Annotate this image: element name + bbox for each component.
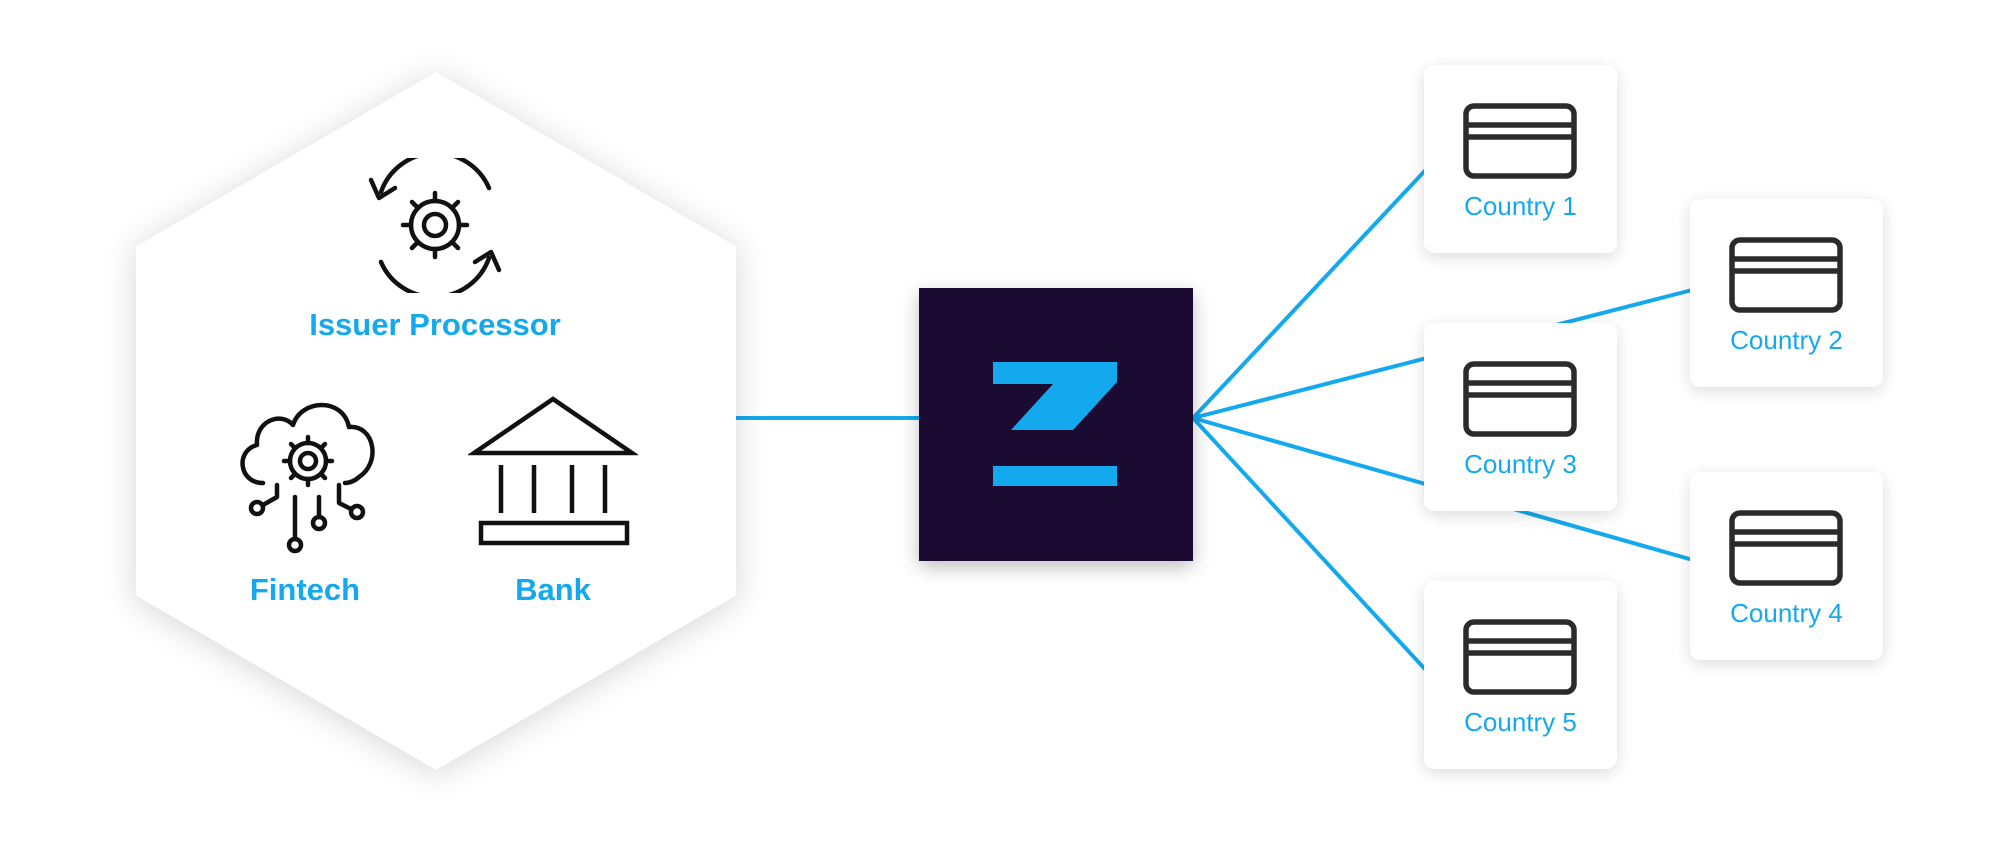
gear-cycle-icon (368, 158, 502, 293)
credit-card-icon (1463, 361, 1577, 437)
entity-hexagon (136, 72, 736, 770)
country-label: Country 4 (1730, 598, 1843, 628)
country-card-3: Country 3 (1424, 323, 1617, 511)
country-card-4: Country 4 (1690, 472, 1883, 660)
z-logo-icon (993, 362, 1117, 486)
credit-card-icon (1729, 510, 1843, 586)
country-label: Country 1 (1464, 191, 1577, 221)
credit-card-icon (1729, 237, 1843, 313)
cloud-gear-circuit-icon (240, 402, 375, 554)
connector-hub-to-country-1 (1191, 158, 1437, 420)
connector-hub-to-country-5 (1191, 416, 1437, 682)
country-card-2: Country 2 (1690, 199, 1883, 387)
z-logo-box (919, 288, 1193, 561)
credit-card-icon (1463, 619, 1577, 695)
bank-building-icon (468, 396, 638, 546)
country-card-5: Country 5 (1424, 581, 1617, 769)
issuer-processor-label: Issuer Processor (309, 307, 561, 342)
country-label: Country 2 (1730, 325, 1843, 355)
fintech-label: Fintech (249, 572, 361, 607)
bank-label: Bank (515, 572, 591, 607)
country-label: Country 3 (1464, 449, 1577, 479)
country-label: Country 5 (1464, 707, 1577, 737)
country-card-1: Country 1 (1424, 65, 1617, 253)
credit-card-icon (1463, 103, 1577, 179)
